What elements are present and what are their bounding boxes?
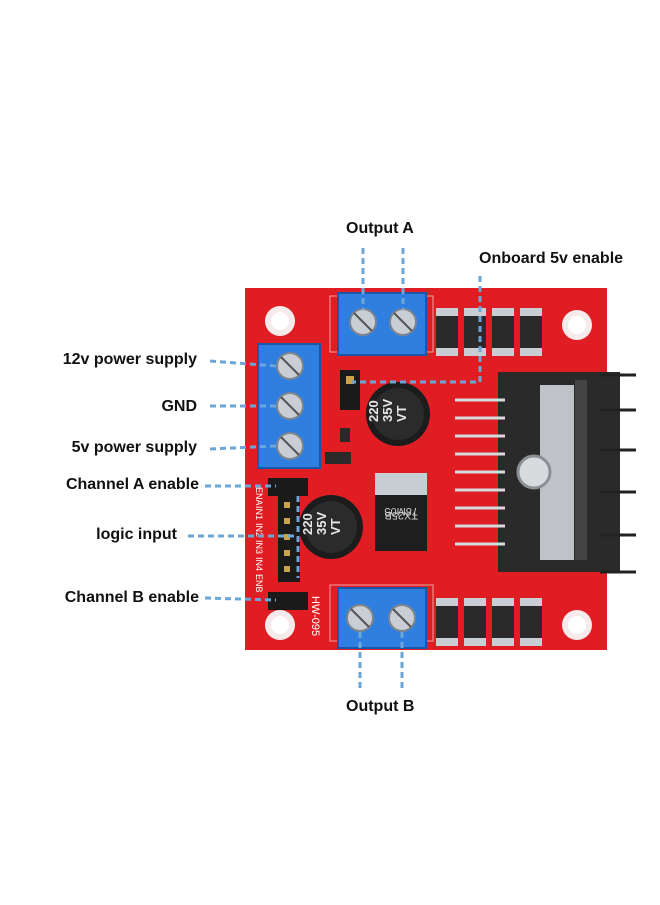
model-marking: HW-095 [309,596,321,636]
pin-label-in4: IN4 [254,557,264,571]
pin-label-in2: IN2 [254,523,264,537]
mounting-hole [562,310,592,340]
label-gnd: GND [161,398,197,415]
mounting-hole [265,306,295,336]
l298-chip-pins [455,398,505,546]
label-channel-b-enable: Channel B enable [64,589,199,606]
leader-lines [188,248,482,690]
onboard-5v-jumper [340,370,360,410]
capacitor-bottom-value: 220 [300,513,315,535]
label-onboard-5v-enable: Onboard 5v enable [479,250,624,267]
capacitor-top-voltage: 35V [380,399,395,422]
capacitor-top: 220 35V VT [366,382,430,446]
heatsink [498,372,620,572]
mounting-hole [265,610,295,640]
header-pin-labels: ENA IN1 IN2 IN3 IN4 ENB [254,487,264,593]
label-logic-input: logic input [96,526,177,543]
capacitor-bottom: 220 35V VT [299,495,363,559]
mounting-hole [562,610,592,640]
label-12v-power-supply: 12v power supply [62,351,197,368]
pin-label-in3: IN3 [254,540,264,554]
terminal-block-output-b [337,587,427,649]
label-channel-a-enable: Channel A enable [65,476,199,493]
diode-array-bottom [436,598,542,646]
label-output-a: Output A [346,220,414,237]
logic-header [268,478,308,610]
pin-label-in1: IN1 [254,506,264,520]
voltage-regulator: 78M05 TX25B [375,473,427,551]
pin-label-enb: ENB [254,574,264,593]
smd-resistor [340,428,350,442]
terminal-block-power [257,343,321,469]
capacitor-bottom-series: VT [328,518,343,535]
pin-label-ena: ENA [254,487,264,506]
capacitor-bottom-voltage: 35V [314,512,329,535]
regulator-model: 78M05 [384,505,418,517]
capacitor-top-series: VT [394,405,409,422]
terminal-block-output-a [337,292,427,356]
label-5v-power-supply: 5v power supply [71,439,197,456]
regulator-batch: TX25B [384,509,418,521]
heatsink-fins [600,373,636,574]
smd-led [325,452,351,464]
capacitor-top-value: 220 [366,400,381,422]
label-output-b: Output B [346,698,415,715]
